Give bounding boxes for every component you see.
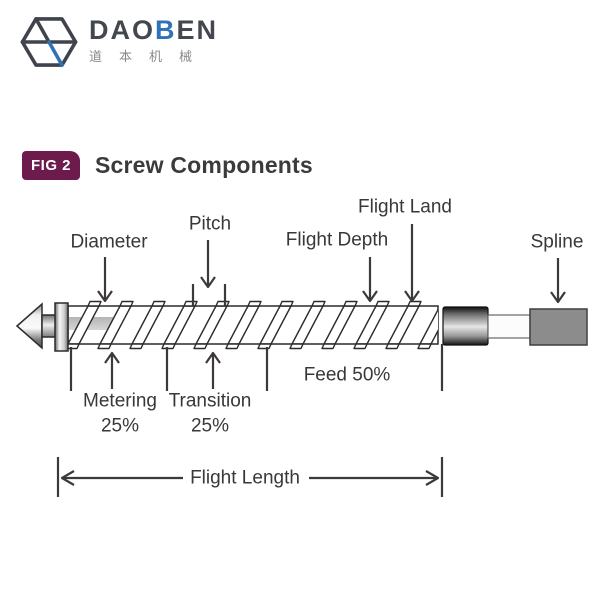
brand-name: DAOBEN xyxy=(89,15,219,45)
annotation-arrows xyxy=(56,224,566,497)
flight-land-arrow xyxy=(404,224,420,303)
flight-length-label: Flight Length xyxy=(190,467,300,489)
screw-collar xyxy=(442,306,489,346)
pitch-arrow xyxy=(191,240,227,306)
hexagon-cube-icon xyxy=(20,17,78,67)
transition-zone-label: Transition xyxy=(168,390,252,412)
flight-length-dimension xyxy=(56,457,444,497)
feed-zone-label: Feed 50% xyxy=(303,364,391,386)
brand-logo: DAOBEN 道本机械 xyxy=(20,13,218,71)
transition-arrow xyxy=(205,351,221,389)
screw-drawing xyxy=(15,300,588,352)
screw-shaft xyxy=(487,314,531,339)
pitch-label: Pitch xyxy=(188,213,232,235)
flight-depth-label: Flight Depth xyxy=(285,229,389,251)
flight-land-label: Flight Land xyxy=(357,196,453,218)
figure-header: FIG 2 Screw Components xyxy=(22,151,313,180)
spline-arrow xyxy=(550,258,566,304)
zone-divider-lines xyxy=(69,344,444,391)
metering-arrow xyxy=(104,351,120,389)
flight-depth-arrow xyxy=(362,257,378,303)
diameter-arrow xyxy=(97,257,113,303)
screw-spline-block xyxy=(529,308,588,346)
metering-percent-label: 25% xyxy=(100,415,140,437)
diameter-label: Diameter xyxy=(70,231,148,253)
screw-tip-cone xyxy=(15,302,43,350)
brand-text: DAOBEN 道本机械 xyxy=(89,13,219,64)
transition-percent-label: 25% xyxy=(190,415,230,437)
spline-label: Spline xyxy=(530,231,584,253)
figure-title: Screw Components xyxy=(95,152,313,178)
screw-flange xyxy=(54,302,69,352)
screw-flights xyxy=(68,300,438,350)
figure-badge: FIG 2 xyxy=(22,151,80,180)
brand-chinese-name: 道本机械 xyxy=(89,49,210,64)
metering-zone-label: Metering xyxy=(83,390,157,412)
